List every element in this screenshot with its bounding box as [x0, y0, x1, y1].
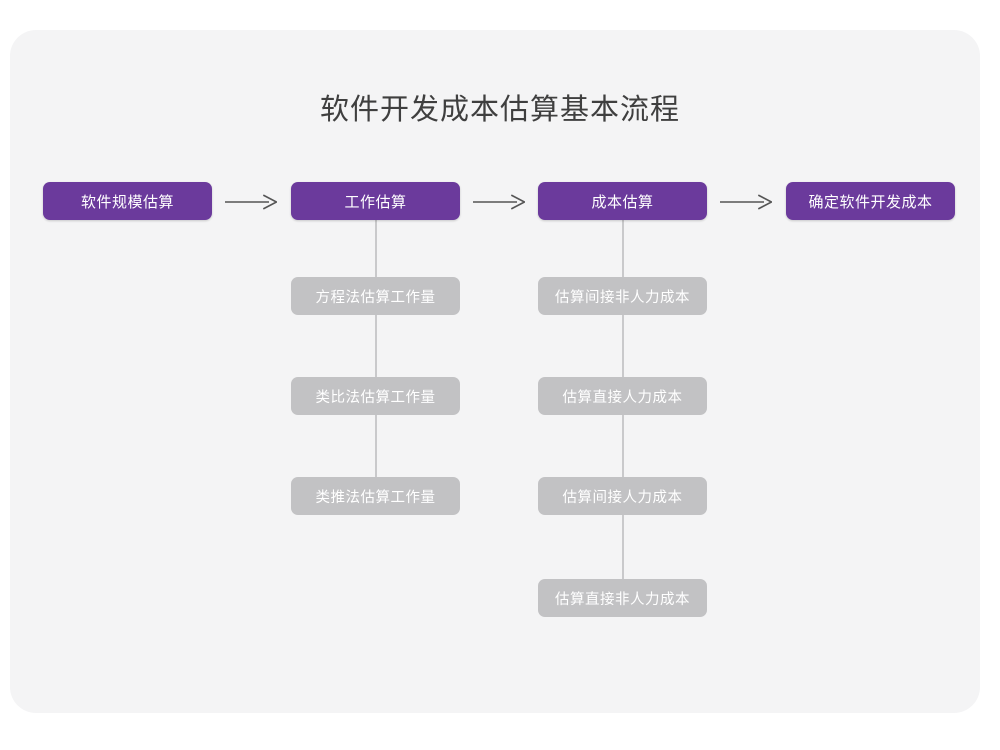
flow-node-stage-2[interactable]: 工作估算: [291, 182, 460, 220]
arrow-right-icon-arrow-3-4: [720, 192, 772, 212]
flow-substep-stage-2-2[interactable]: 类比法估算工作量: [291, 377, 460, 415]
flow-substep-label: 估算直接非人力成本: [555, 591, 690, 608]
flow-node-stage-1[interactable]: 软件规模估算: [43, 182, 212, 220]
flow-substep-label: 类比法估算工作量: [315, 389, 436, 406]
flow-node-label: 工作估算: [344, 193, 407, 211]
flow-substep-stage-3-1[interactable]: 估算间接非人力成本: [538, 277, 707, 315]
arrow-right-icon-arrow-1-2: [225, 192, 277, 212]
flow-substep-stage-3-3[interactable]: 估算间接人力成本: [538, 477, 707, 515]
card-panel: [10, 30, 980, 713]
connector-line-stage-2: [374, 220, 377, 496]
flow-substep-label: 方程法估算工作量: [315, 289, 436, 306]
flow-node-label: 确定软件开发成本: [808, 193, 933, 211]
flow-substep-label: 估算间接非人力成本: [555, 289, 690, 306]
flow-substep-stage-2-3[interactable]: 类推法估算工作量: [291, 477, 460, 515]
flow-substep-label: 类推法估算工作量: [315, 489, 436, 506]
flow-node-label: 软件规模估算: [80, 193, 174, 211]
flow-node-stage-3[interactable]: 成本估算: [538, 182, 707, 220]
flow-substep-label: 估算直接人力成本: [562, 389, 683, 406]
page-title: 软件开发成本估算基本流程: [319, 94, 680, 126]
flow-node-stage-4[interactable]: 确定软件开发成本: [786, 182, 955, 220]
flow-substep-stage-3-4[interactable]: 估算直接非人力成本: [538, 579, 707, 617]
flow-substep-label: 估算间接人力成本: [562, 489, 683, 506]
flow-node-label: 成本估算: [591, 193, 654, 211]
flow-substep-stage-3-2[interactable]: 估算直接人力成本: [538, 377, 707, 415]
flow-substep-stage-2-1[interactable]: 方程法估算工作量: [291, 277, 460, 315]
arrow-right-icon-arrow-2-3: [473, 192, 525, 212]
